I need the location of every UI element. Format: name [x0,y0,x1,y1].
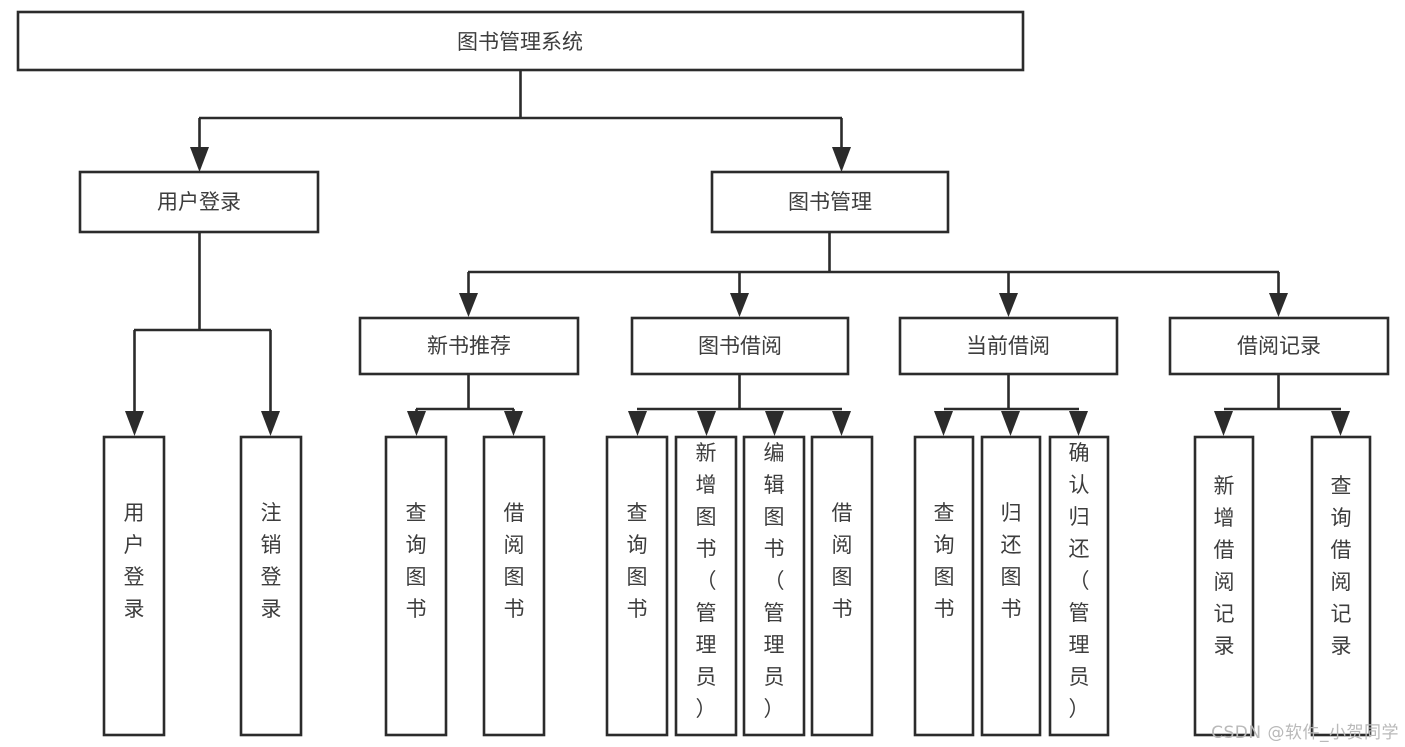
connector-group-new-book-rec [407,374,523,436]
node-new-book-recommend-rect[interactable] [358,316,580,376]
node-book-borrow-rect[interactable] [630,316,850,376]
leaf-add-book-admin-rect[interactable] [674,435,738,737]
leaf-return-book-rect[interactable] [980,435,1042,737]
leaf-borrow-book-rect[interactable] [810,435,874,737]
arrowhead-newbook-leaf-0 [407,411,426,436]
leaf-query-borrow-record[interactable]: 查询借阅记录 [1310,435,1372,737]
leaf-user-login[interactable]: 用户登录 [102,435,166,737]
leaf-borrow-query-book[interactable]: 查询图书 [605,435,669,737]
leaf-add-book-admin[interactable]: 新增图书（管理员） [674,435,738,737]
arrowhead-current-borrow [999,293,1018,317]
arrowhead-newbook-leaf-1 [504,411,523,436]
connector-group-book-mgmt [459,232,1288,317]
node-book-management-label: 图书管理 [788,190,872,214]
arrowhead-currentborrow-leaf-0 [934,411,953,436]
node-new-book-recommend[interactable]: 新书推荐 [358,316,580,376]
connector-group-user-login [125,232,280,436]
connector-group-borrow-record [1214,374,1350,436]
leaf-query-borrow-record-rect[interactable] [1310,435,1372,737]
arrowhead-leaf-user-login [125,411,144,436]
leaf-add-book-admin-label: 新增图书（管理员） [696,441,717,721]
node-root[interactable]: 图书管理系统 [16,10,1025,72]
node-book-management[interactable]: 图书管理 [710,170,950,234]
connector-group-current-borrow [934,374,1088,436]
leaf-logout-label: 注销登录 [261,501,282,621]
node-book-borrow-label: 图书借阅 [698,334,782,358]
arrowhead-bookborrow-leaf-1 [697,411,716,436]
leaf-return-book-label: 归还图书 [1001,501,1022,621]
leaf-borrow-book-label: 借阅图书 [832,501,853,621]
leaf-edit-book-admin-label: 编辑图书（管理员） [764,441,785,721]
leaf-user-login-label: 用户登录 [124,501,145,621]
leaf-return-book[interactable]: 归还图书 [980,435,1042,737]
leaf-edit-book-admin[interactable]: 编辑图书（管理员） [742,435,806,737]
leaf-newbook-borrow-book-label: 借阅图书 [504,501,525,621]
arrowhead-borrowrecord-leaf-0 [1214,411,1233,436]
arrowhead-leaf-logout [261,411,280,436]
leaf-logout[interactable]: 注销登录 [239,435,303,737]
arrowhead-book-mgmt [832,147,851,172]
arrowhead-book-borrow [730,293,749,317]
arrowhead-currentborrow-leaf-2 [1069,411,1088,436]
arrowhead-currentborrow-leaf-1 [1001,411,1020,436]
leaf-add-borrow-record-label: 新增借阅记录 [1214,474,1235,658]
node-root-rect[interactable] [16,10,1025,72]
leaf-confirm-return-admin-rect[interactable] [1048,435,1110,737]
arrowhead-bookborrow-leaf-3 [832,411,851,436]
node-borrow-record-rect[interactable] [1168,316,1390,376]
connector-group-book-borrow [628,374,851,436]
node-user-login-rect[interactable] [78,170,320,234]
node-book-management-rect[interactable] [710,170,950,234]
leaf-newbook-borrow-book[interactable]: 借阅图书 [482,435,546,737]
arrowhead-user-login [190,147,209,172]
leaf-newbook-query-book-rect[interactable] [384,435,448,737]
leaf-newbook-borrow-book-rect[interactable] [482,435,546,737]
node-book-borrow[interactable]: 图书借阅 [630,316,850,376]
node-borrow-record[interactable]: 借阅记录 [1168,316,1390,376]
arrowhead-bookborrow-leaf-2 [765,411,784,436]
arrowhead-borrow-record [1269,293,1288,317]
leaf-user-login-rect[interactable] [102,435,166,737]
leaf-logout-rect[interactable] [239,435,303,737]
node-user-login-label: 用户登录 [157,190,241,214]
leaf-borrow-book[interactable]: 借阅图书 [810,435,874,737]
leaf-add-borrow-record[interactable]: 新增借阅记录 [1193,435,1255,737]
node-current-borrow[interactable]: 当前借阅 [898,316,1119,376]
leaf-current-query-book-label: 查询图书 [934,501,955,621]
node-user-login[interactable]: 用户登录 [78,170,320,234]
leaf-current-query-book[interactable]: 查询图书 [913,435,975,737]
leaf-borrow-query-book-label: 查询图书 [627,501,648,621]
leaf-confirm-return-admin-label: 确认归还（管理员） [1069,441,1090,721]
leaf-edit-book-admin-rect[interactable] [742,435,806,737]
arrowhead-borrowrecord-leaf-1 [1331,411,1350,436]
node-root-label: 图书管理系统 [457,30,583,54]
leaf-query-borrow-record-label: 查询借阅记录 [1331,474,1352,658]
leaf-newbook-query-book[interactable]: 查询图书 [384,435,448,737]
leaf-borrow-query-book-rect[interactable] [605,435,669,737]
connector-group-root [198,70,843,148]
node-new-book-recommend-label: 新书推荐 [427,334,511,358]
leaf-newbook-query-book-label: 查询图书 [406,501,427,621]
leaf-current-query-book-rect[interactable] [913,435,975,737]
arrowhead-new-book-rec [459,293,478,317]
node-current-borrow-label: 当前借阅 [966,334,1050,358]
leaf-add-borrow-record-rect[interactable] [1193,435,1255,737]
node-borrow-record-label: 借阅记录 [1237,334,1321,358]
node-current-borrow-rect[interactable] [898,316,1119,376]
arrowheads-level2 [190,147,851,172]
leaf-confirm-return-admin[interactable]: 确认归还（管理员） [1048,435,1110,737]
arrowhead-bookborrow-leaf-0 [628,411,647,436]
